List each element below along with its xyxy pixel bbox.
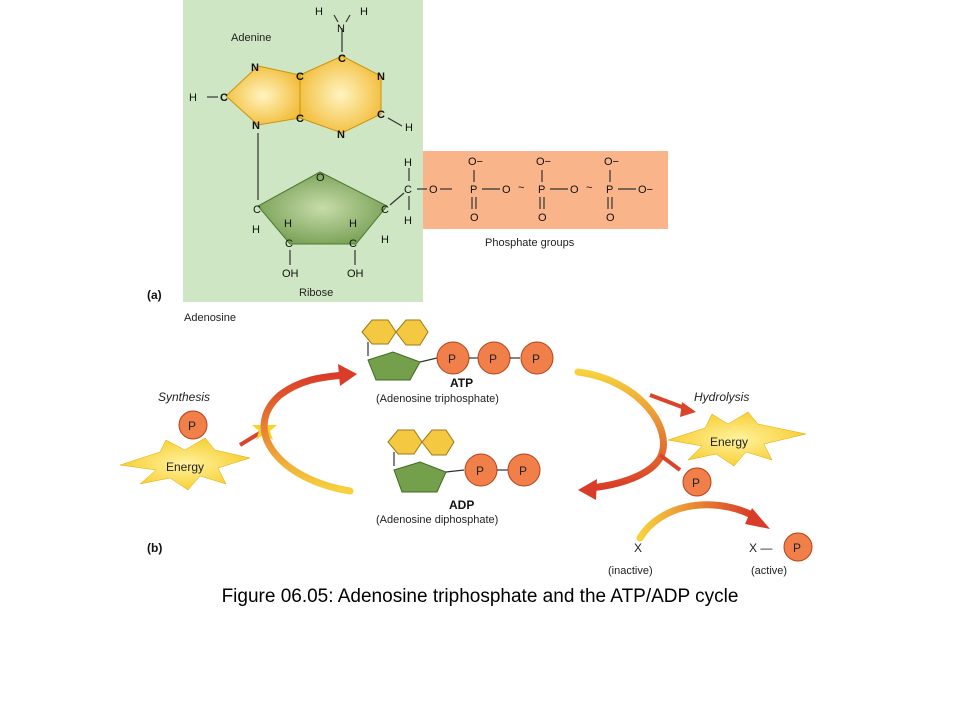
high-energy-bond-2: ~ — [586, 182, 592, 194]
svg-text:P: P — [532, 352, 540, 366]
adenosine-label: Adenosine — [184, 312, 236, 324]
svg-text:O: O — [538, 212, 547, 224]
svg-text:O: O — [470, 212, 479, 224]
part-a-label: (a) — [147, 288, 162, 302]
adp-label: ADP — [449, 498, 474, 512]
atom-c-1: C — [253, 204, 261, 216]
synthesis-label: Synthesis — [158, 390, 210, 404]
svg-text:O: O — [606, 212, 615, 224]
svg-text:P: P — [448, 352, 456, 366]
hydrolysis-arc — [574, 368, 667, 492]
synthesis-arrowhead — [338, 364, 357, 386]
svg-text:P: P — [188, 419, 196, 433]
atom-oh-2: OH — [282, 268, 299, 280]
atom-n-3: N — [337, 129, 345, 141]
svg-text:P: P — [470, 184, 477, 196]
phosphate-attached — [783, 532, 813, 562]
phosphate-out — [682, 467, 712, 497]
atom-o-ring: O — [316, 172, 325, 184]
atom-o-terminal: O− — [638, 184, 653, 196]
atom-n-9: N — [252, 120, 260, 132]
svg-text:P: P — [476, 464, 484, 478]
atom-h-8: H — [189, 92, 197, 104]
atom-c-2: C — [377, 109, 385, 121]
atom-c-8: C — [220, 92, 228, 104]
atom-c-6: C — [338, 53, 346, 65]
svg-text:P: P — [692, 476, 700, 490]
phosphate-groups-label: Phosphate groups — [485, 237, 575, 249]
svg-text:O−: O− — [536, 156, 551, 168]
atom-h-1: H — [252, 224, 260, 236]
atom-c-3r: C — [349, 238, 357, 250]
atom-c-5: C — [296, 71, 304, 83]
energy-burst-left — [119, 437, 251, 491]
atom-c-2r: C — [285, 238, 293, 250]
svg-text:P: P — [538, 184, 545, 196]
atom-h-5b: H — [404, 215, 412, 227]
adenine-label: Adenine — [231, 32, 271, 44]
atom-c-5-ribose: C — [404, 184, 412, 196]
energy-burst-right — [667, 411, 807, 467]
ribose-label: Ribose — [299, 287, 333, 299]
phosphate-in — [178, 410, 208, 440]
active-label: (active) — [751, 565, 787, 577]
svg-text:P: P — [606, 184, 613, 196]
atom-h-2: H — [405, 122, 413, 134]
x-inactive: X — [634, 541, 642, 555]
svg-text:O−: O− — [604, 156, 619, 168]
atom-o-ester: O — [429, 184, 438, 196]
phosphate-group-alpha: O− P O — [468, 156, 483, 224]
atom-n-7: N — [251, 62, 259, 74]
atom-h-5a: H — [404, 157, 412, 169]
x-active: X — — [749, 541, 772, 555]
atp-full-label: (Adenosine triphosphate) — [376, 393, 499, 405]
phosphate-group-beta: O− P O — [536, 156, 551, 224]
atom-o-bridge-1: O — [502, 184, 511, 196]
svg-text:P: P — [519, 464, 527, 478]
svg-text:P: P — [489, 352, 497, 366]
activation-arrowhead — [745, 508, 770, 529]
atom-o-bridge-2: O — [570, 184, 579, 196]
adp-molecule: P P — [387, 429, 541, 493]
phosphate-group-gamma: O− P O — [604, 156, 619, 224]
adenine-ring-6 — [299, 55, 382, 134]
adenine-ring-5 — [225, 65, 301, 126]
atom-h-amine-1: H — [315, 6, 323, 18]
atom-h-3r: H — [349, 218, 357, 230]
energy-label-right: Energy — [710, 435, 748, 449]
activation-arc — [636, 501, 756, 542]
atp-label: ATP — [450, 376, 473, 390]
atom-c-4: C — [296, 113, 304, 125]
phosphate-region — [423, 151, 668, 229]
atom-h-amine-2: H — [360, 6, 368, 18]
atom-n-1: N — [377, 71, 385, 83]
hydrolysis-label: Hydrolysis — [694, 390, 749, 404]
inactive-label: (inactive) — [608, 565, 653, 577]
energy-label-left: Energy — [166, 460, 204, 474]
atp-molecule: P P P — [361, 319, 554, 381]
ribose-ring — [257, 171, 388, 245]
part-b-label: (b) — [147, 541, 162, 555]
atom-h-2r: H — [284, 218, 292, 230]
adp-full-label: (Adenosine diphosphate) — [376, 514, 498, 526]
atom-c-4-ribose: C — [381, 204, 389, 216]
atom-oh-3: OH — [347, 268, 364, 280]
high-energy-bond-1: ~ — [518, 182, 524, 194]
figure-caption: Figure 06.05: Adenosine triphosphate and… — [221, 586, 739, 607]
adenosine-region — [183, 0, 423, 302]
hydrolysis-arrowhead — [578, 479, 597, 500]
energy-output-arrowhead — [680, 402, 696, 417]
svg-text:O−: O− — [468, 156, 483, 168]
atom-h-4r: H — [381, 234, 389, 246]
synthesis-arc — [260, 371, 354, 495]
phosphate-output-arrow — [658, 453, 682, 472]
svg-text:P: P — [793, 541, 801, 555]
atom-n-amine: N — [337, 23, 345, 35]
